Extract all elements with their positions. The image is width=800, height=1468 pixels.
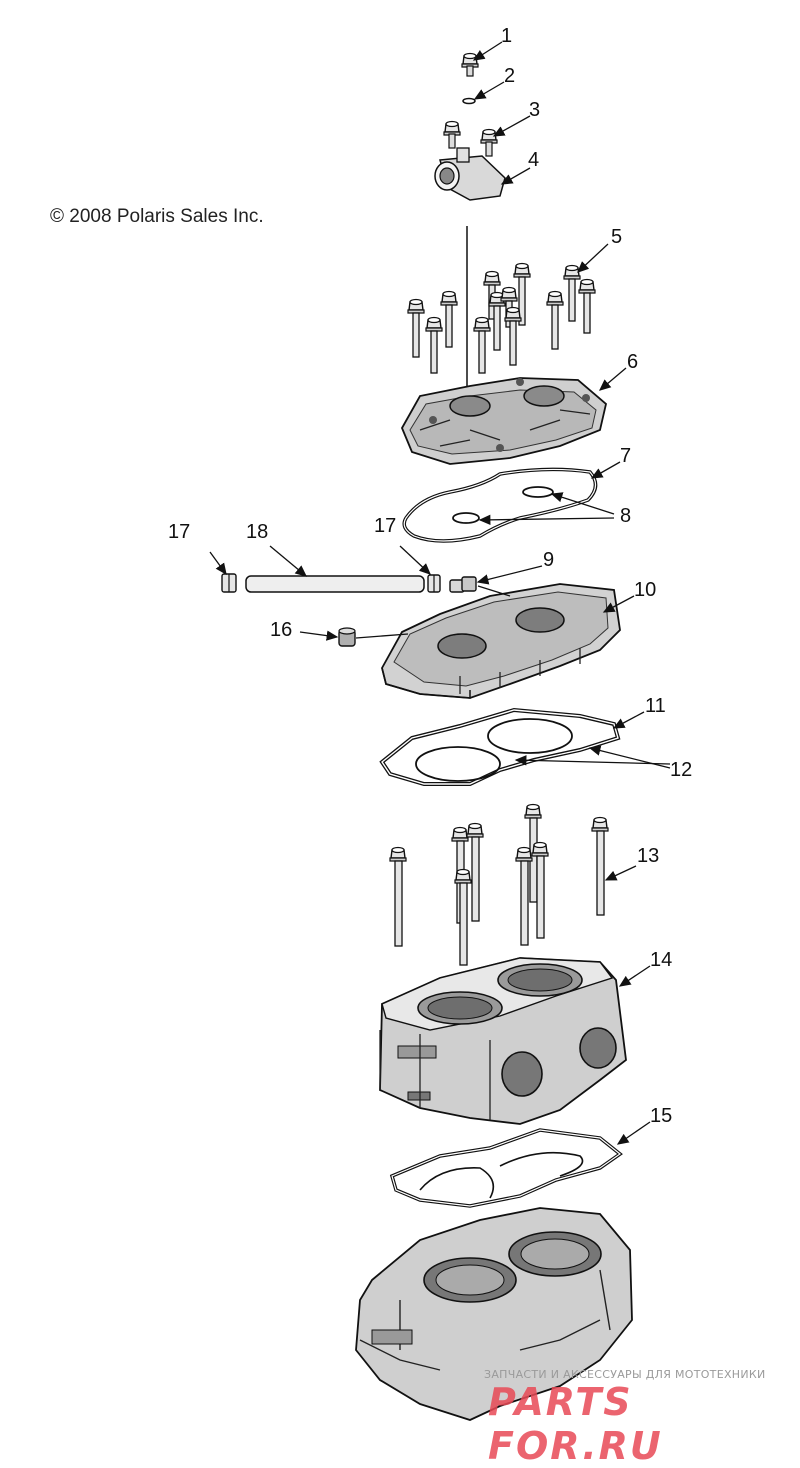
part-clamp-left: [221, 573, 237, 593]
callout-15: 15: [650, 1105, 672, 1127]
part-cylinder-head: [381, 583, 621, 699]
callout-9: 9: [543, 549, 554, 571]
leader-lines: [209, 41, 671, 1145]
watermark-tagline: ЗАПЧАСТИ И АКСЕССУАРЫ ДЛЯ МОТОТЕХНИКИ: [484, 1368, 766, 1381]
callout-6: 6: [627, 351, 638, 373]
callout-10: 10: [634, 579, 656, 601]
callout-3: 3: [529, 99, 540, 121]
part-hose: [245, 575, 425, 593]
callout-4: 4: [528, 149, 539, 171]
part-crankcase: [355, 1207, 633, 1421]
callout-11: 11: [645, 695, 666, 717]
part-bolts-pair: [443, 120, 498, 157]
part-plug: [338, 627, 356, 647]
callout-17-left: 17: [168, 521, 190, 543]
callout-8: 8: [620, 505, 631, 527]
callout-18: 18: [246, 521, 268, 543]
callout-1: 1: [501, 25, 512, 47]
callout-14: 14: [650, 949, 672, 971]
callout-12: 12: [670, 759, 692, 781]
part-washer: [462, 97, 476, 105]
callout-5: 5: [611, 226, 622, 248]
part-clamp-right: [427, 574, 441, 593]
part-base-gasket: [389, 1128, 623, 1208]
part-fitting: [449, 576, 477, 593]
callout-17-right: 17: [374, 515, 396, 537]
callout-2: 2: [504, 65, 515, 87]
part-head-bolts: [407, 262, 596, 374]
part-cylinder-o-rings: [415, 718, 573, 782]
part-head-cover: [401, 377, 607, 465]
part-cylinder-block: [379, 957, 627, 1125]
callout-13: 13: [637, 845, 659, 867]
watermark-logo: PARTS FOR.RU: [488, 1380, 663, 1468]
part-bolt-small: [461, 52, 479, 77]
part-cylinder-bolts: [389, 803, 609, 966]
part-water-outlet: [434, 147, 506, 201]
copyright-notice: © 2008 Polaris Sales Inc.: [50, 206, 264, 227]
part-o-rings: [452, 486, 554, 524]
callout-7: 7: [620, 445, 631, 467]
callout-numbers: 1 2 3 4 5 6 7 8 9 10 11 12 13 14 15 16 1…: [168, 25, 692, 1127]
part-cylinder-gasket: [379, 707, 621, 786]
part-head-gasket: [402, 467, 598, 543]
callout-16: 16: [270, 619, 292, 641]
